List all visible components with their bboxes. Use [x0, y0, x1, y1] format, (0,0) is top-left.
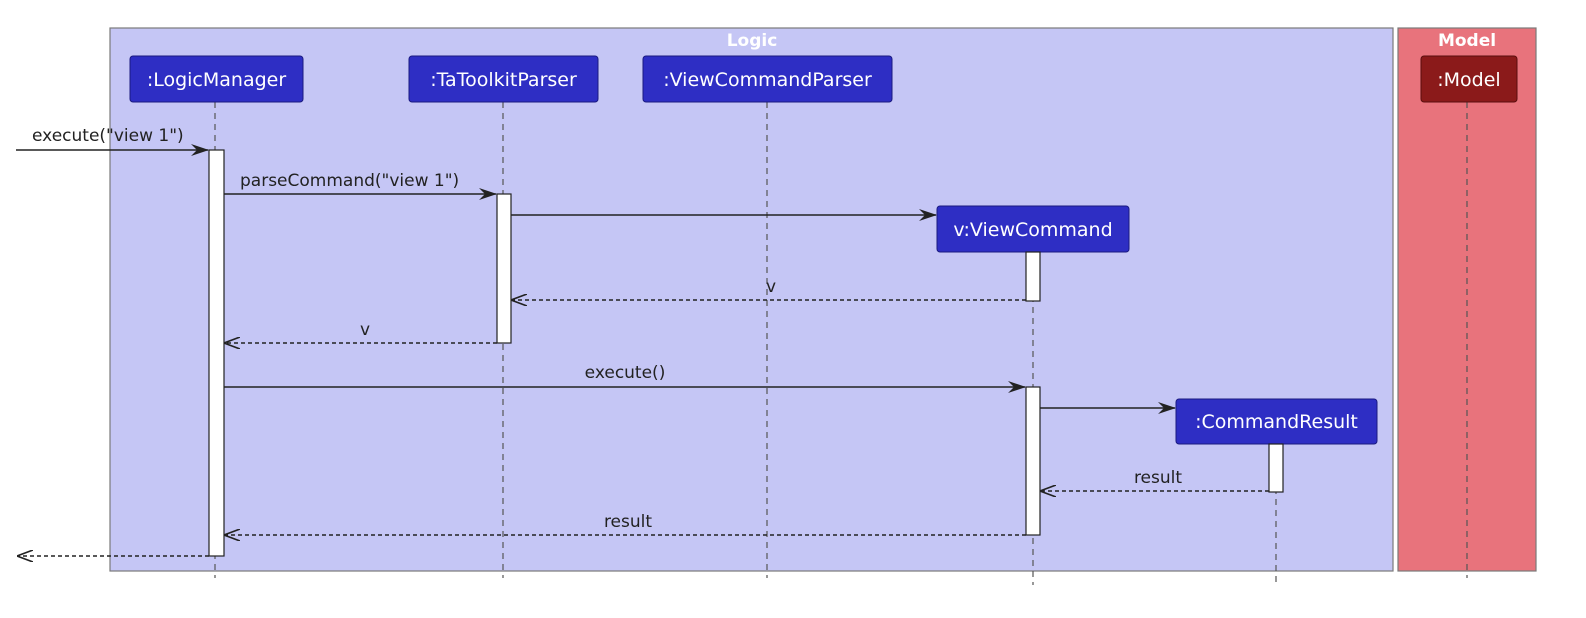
model-group-title: Model	[1438, 31, 1496, 51]
participant-model-box	[1420, 55, 1518, 103]
message-execute-in-label: execute("view 1")	[32, 126, 184, 146]
participant-model: :Model	[1437, 69, 1500, 91]
logic-group-title: Logic	[727, 31, 778, 51]
activation-command-result	[1268, 443, 1284, 493]
participant-view-command-parser: :ViewCommandParser	[663, 69, 872, 91]
participant-logic-manager: :LogicManager	[147, 69, 287, 91]
message-return-v-manager-label: v	[360, 320, 370, 340]
participant-view-command-parser-box	[642, 55, 893, 103]
participant-ta-toolkit-parser: :TaToolkitParser	[430, 69, 577, 91]
message-return-result-manager-label: result	[604, 512, 652, 532]
participant-ta-toolkit-parser-box	[408, 55, 599, 103]
participant-command-result: :CommandResult	[1195, 411, 1358, 433]
activation-ta-toolkit-parser	[496, 193, 512, 344]
activation-view-command-execute	[1025, 386, 1041, 536]
message-parse-command-label: parseCommand("view 1")	[240, 171, 459, 191]
participant-logic-manager-box	[129, 55, 304, 103]
message-return-result-command-label: result	[1134, 468, 1182, 488]
activation-logic-manager	[208, 149, 225, 557]
participant-view-command: v:ViewCommand	[953, 219, 1112, 241]
activation-view-command-init	[1025, 251, 1041, 302]
message-return-v-parser-label: v	[766, 277, 776, 297]
message-execute-label: execute()	[585, 363, 666, 383]
